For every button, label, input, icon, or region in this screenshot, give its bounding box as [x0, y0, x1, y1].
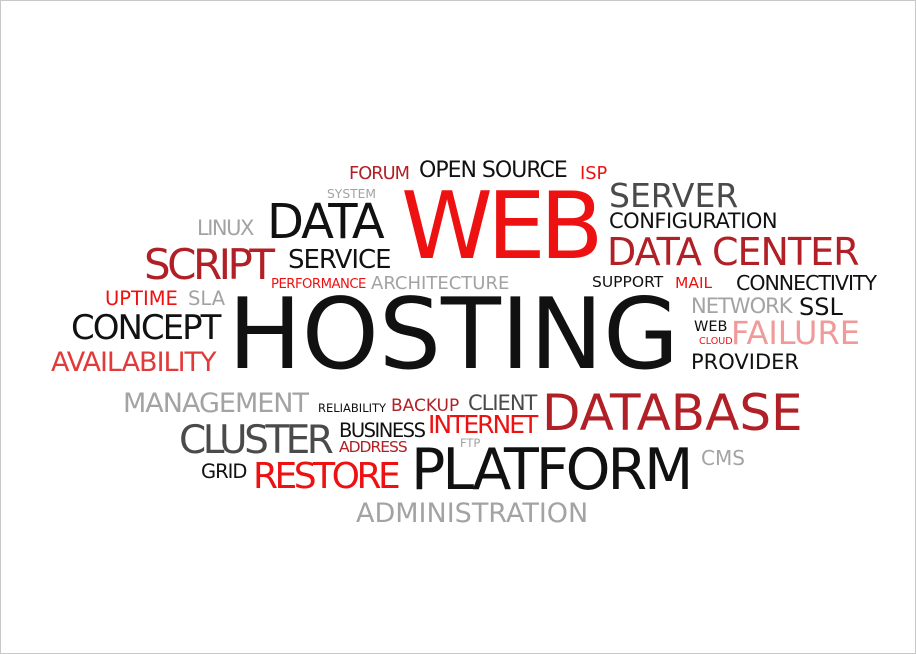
word-performance: PERFORMANCE	[271, 277, 366, 292]
word-administration: ADMINISTRATION	[356, 498, 589, 529]
word-platform: PLATFORM	[411, 437, 693, 503]
word-linux: LINUX	[197, 216, 254, 240]
word-ssl: SSL	[799, 293, 843, 321]
word-restore: RESTORE	[253, 456, 401, 497]
word-server: SERVER	[609, 176, 739, 215]
word-isp: ISP	[580, 163, 608, 184]
word-reliability: RELIABILITY	[318, 401, 387, 415]
word-mail: MAIL	[675, 274, 713, 292]
word-forum: FORUM	[349, 163, 410, 184]
word-configuration: CONFIGURATION	[609, 209, 778, 233]
word-sla: SLA	[188, 287, 226, 310]
word-business: BUSINESS	[339, 419, 426, 442]
word-script: SCRIPT	[144, 240, 275, 289]
word-provider: PROVIDER	[691, 350, 800, 374]
word-failure: FAILURE	[731, 314, 860, 352]
word-backup: BACKUP	[391, 396, 460, 416]
word-grid: GRID	[201, 460, 247, 483]
word-web-small: WEB	[694, 319, 728, 335]
word-system: SYSTEM	[327, 187, 377, 201]
word-cms: CMS	[701, 446, 745, 470]
word-ftp: FTP	[460, 436, 481, 450]
word-management: MANAGEMENT	[123, 388, 309, 419]
word-data-center: DATA CENTER	[607, 230, 860, 274]
word-address: ADDRESS	[339, 438, 408, 456]
word-internet: INTERNET	[428, 410, 538, 439]
word-hosting: HOSTING	[228, 278, 680, 392]
word-web-large: WEB	[401, 172, 604, 280]
word-service: SERVICE	[288, 245, 392, 275]
word-architecture: ARCHITECTURE	[371, 273, 510, 294]
word-database: DATABASE	[542, 384, 803, 442]
word-support: SUPPORT	[592, 273, 664, 291]
word-availability: AVAILABILITY	[51, 347, 217, 378]
word-data: DATA	[267, 194, 385, 250]
word-uptime: UPTIME	[105, 287, 178, 310]
word-network: NETWORK	[691, 294, 792, 318]
word-cloud-term: CLOUD	[699, 336, 733, 347]
word-cluster: CLUSTER	[179, 418, 334, 463]
word-connectivity: CONNECTIVITY	[736, 271, 877, 295]
word-client: CLIENT	[468, 391, 537, 415]
word-concept: CONCEPT	[71, 308, 221, 348]
word-open-source: OPEN SOURCE	[419, 158, 568, 183]
